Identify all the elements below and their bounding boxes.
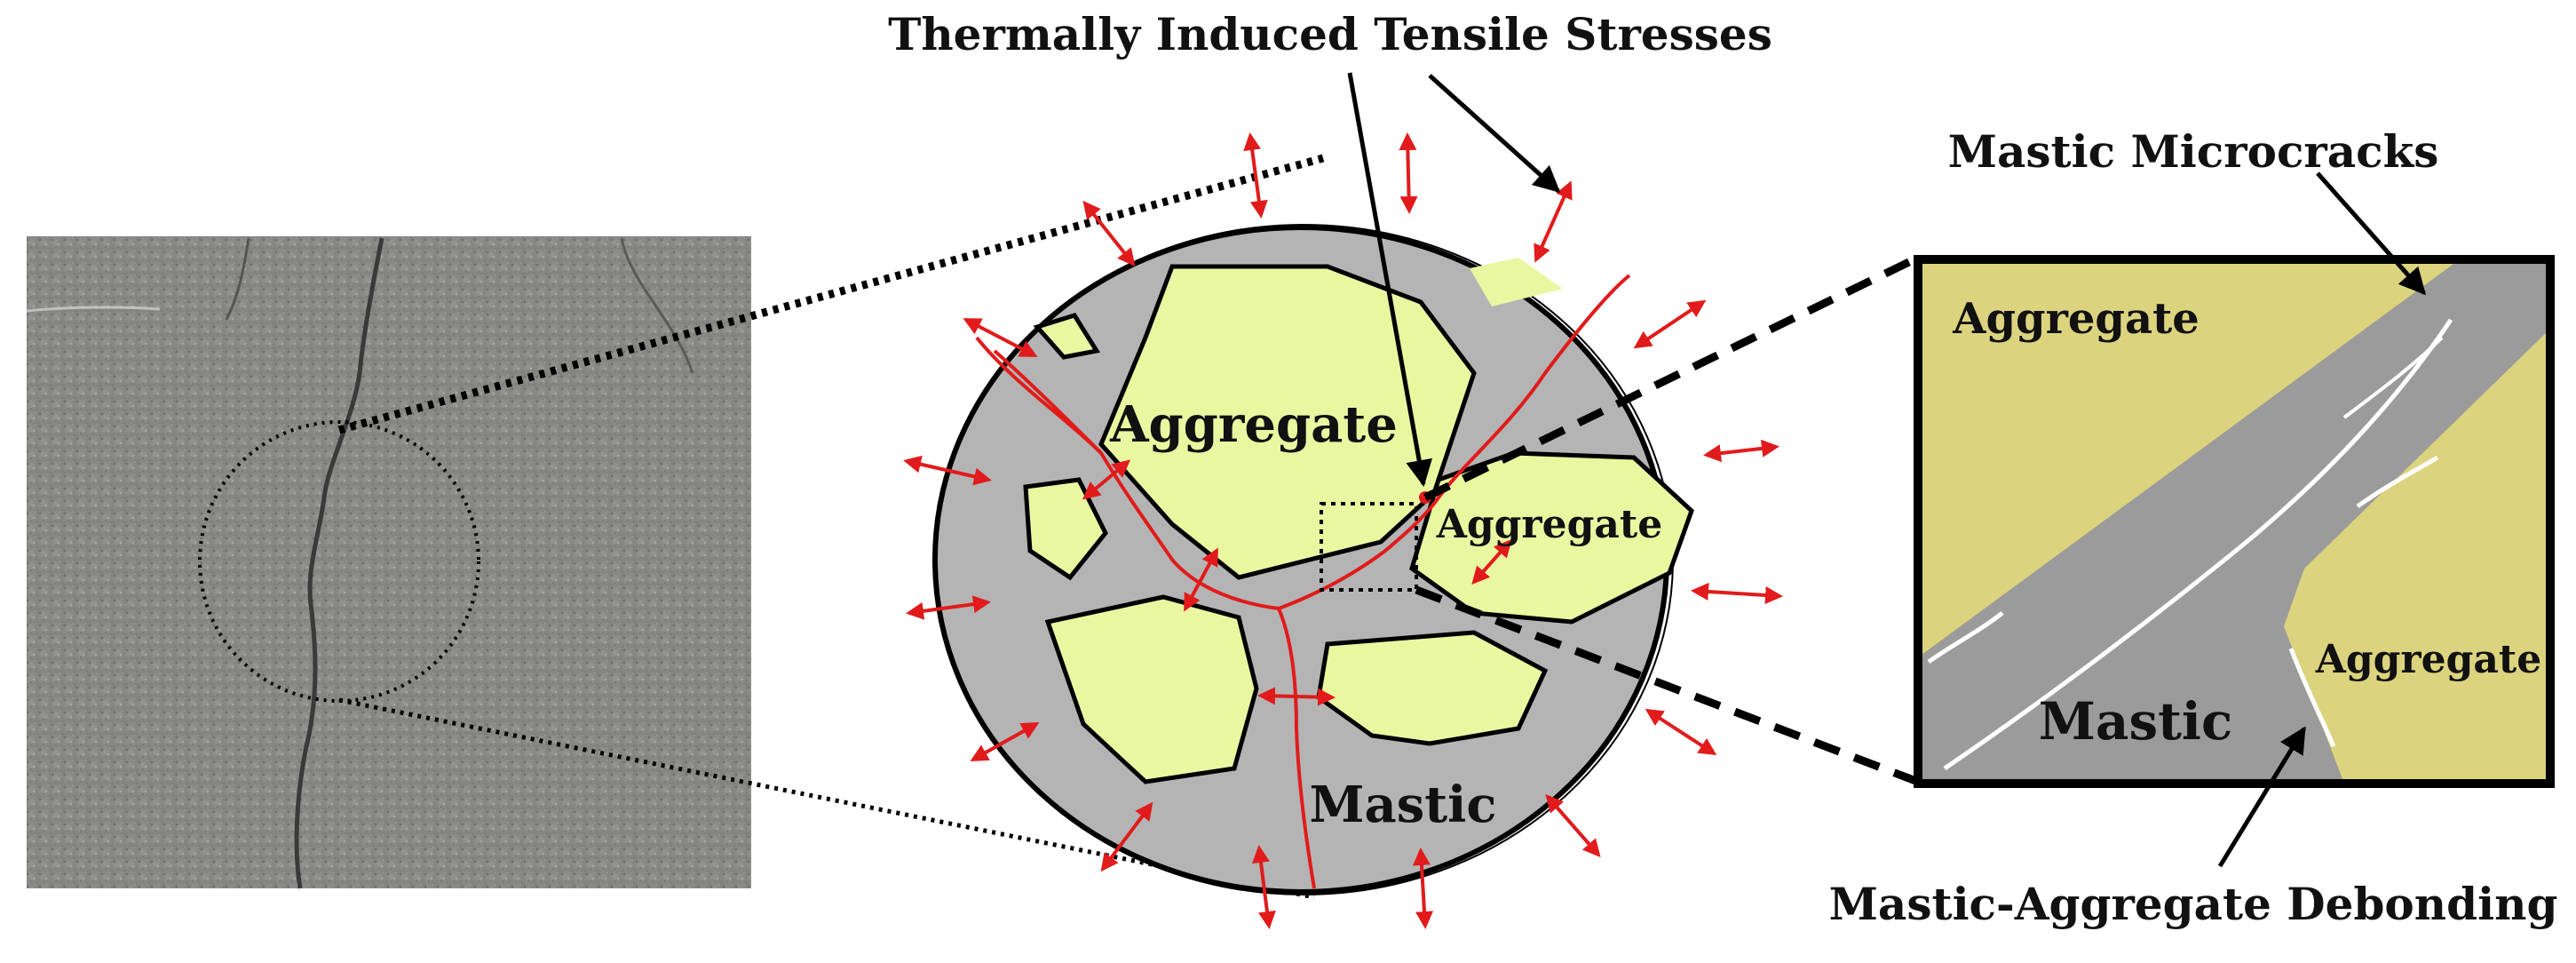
arrow-thermal-to-edge: [1428, 74, 1561, 194]
stress-arrow: [1471, 539, 1512, 585]
aggregate-small-2: [1023, 477, 1108, 581]
label-inset-aggregate-right: Aggregate: [2315, 637, 2541, 682]
label-thermal-stress: Thermally Induced Tensile Stresses: [888, 8, 1772, 60]
stress-arrow: [1534, 180, 1573, 263]
inset-panel: [1914, 255, 2555, 788]
pavement-photo: [26, 236, 751, 889]
stress-arrow: [1252, 845, 1276, 929]
stress-arrow: [1412, 848, 1434, 929]
arrow-debonding: [2217, 726, 2307, 868]
stress-arrow: [1645, 708, 1717, 756]
stress-arrow: [1082, 459, 1131, 500]
stress-arrow: [1545, 793, 1601, 858]
stress-arrow: [963, 318, 1038, 357]
stress-arrow: [1399, 132, 1418, 214]
label-mastic-microcracks: Mastic Microcracks: [1948, 125, 2439, 178]
stress-arrow: [906, 595, 991, 620]
zoom-line-top: [337, 154, 1325, 434]
aggregate-small-1: [1033, 313, 1101, 360]
stress-arrow: [1100, 801, 1153, 872]
label-debonding: Mastic-Aggregate Debonding: [1829, 878, 2558, 930]
aggregate-top-small: [1470, 258, 1563, 306]
label-aggregate-main: Aggregate: [1109, 395, 1398, 454]
inset-mastic-band: [1918, 259, 2550, 784]
crack-zoom-circle: [198, 420, 480, 703]
label-inset-aggregate-top: Aggregate: [1952, 294, 2200, 344]
pavement-crack: [294, 237, 384, 889]
mastic-circle: [903, 132, 1783, 929]
stress-arrow: [1082, 200, 1136, 267]
stress-arrow: [1257, 687, 1336, 706]
inner-zoom-box: [1320, 502, 1418, 592]
stress-arrow: [1184, 547, 1218, 612]
stress-arrow: [1691, 583, 1783, 604]
stress-arrow: [1243, 132, 1268, 219]
stress-arrow: [903, 455, 992, 486]
stress-arrow: [1633, 299, 1707, 349]
zoom-line-inset-top: [1423, 253, 1920, 502]
aggregate-bottom-left: [1044, 594, 1259, 784]
stress-arrow: [1703, 439, 1779, 463]
stress-arrow: [970, 722, 1040, 761]
zoom-line-inset-bottom: [1415, 585, 1920, 786]
label-aggregate-right: Aggregate: [1436, 502, 1662, 547]
label-mastic-circle: Mastic: [1309, 776, 1496, 834]
arrow-thermal-to-crack: [1347, 72, 1433, 487]
arrow-microcracks: [2316, 171, 2426, 296]
label-inset-mastic: Mastic: [2039, 691, 2233, 752]
